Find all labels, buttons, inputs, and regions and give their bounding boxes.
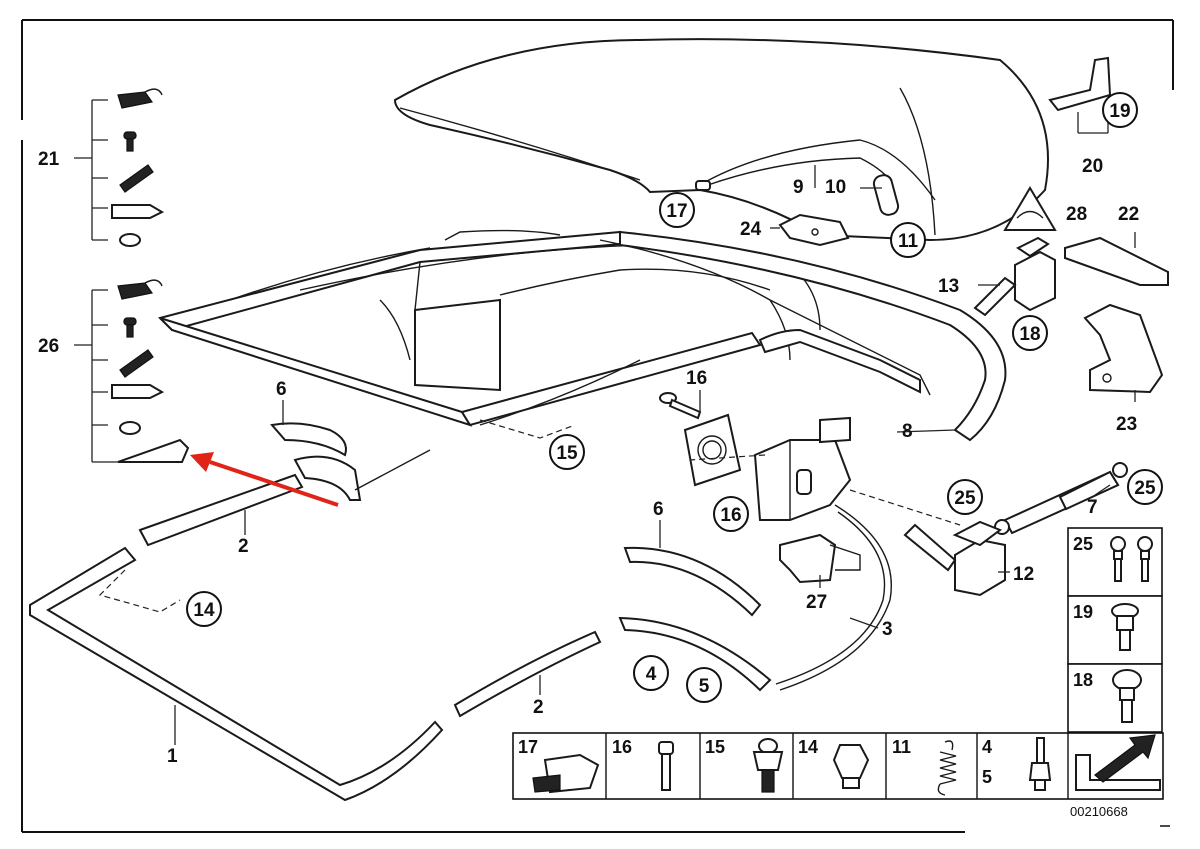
legend-25: 25 [1073, 534, 1093, 554]
callout-21: 21 [38, 149, 60, 170]
legend-19: 19 [1073, 602, 1093, 622]
shoulder-bolt-icon [1111, 603, 1139, 651]
cable-sleeve [872, 174, 900, 216]
callout-15: 15 [556, 443, 578, 464]
legend-18: 18 [1073, 670, 1093, 690]
callout-26: 26 [38, 336, 59, 357]
dashed-guide-lines [98, 419, 961, 613]
callout-12: 12 [1013, 564, 1034, 585]
side-legend: 25 19 18 [1067, 527, 1163, 733]
hinge-main-bearing [753, 416, 852, 521]
legend-4: 4 [982, 737, 992, 757]
callout-16-bolt: 16 [686, 368, 707, 389]
callout-5: 5 [699, 676, 710, 697]
seal-end-piece [293, 449, 431, 501]
clip-icon [532, 753, 600, 794]
diagram-reference-number: 00210668 [1070, 804, 1128, 819]
callout-1: 1 [167, 746, 178, 767]
bracket-24 [778, 213, 850, 247]
bracket-27 [779, 533, 861, 584]
callout-2-lower: 2 [533, 697, 544, 718]
callout-6-left: 6 [276, 379, 287, 400]
soft-top-cover [393, 38, 1049, 242]
legend-17: 17 [518, 737, 538, 757]
gas-spring-7 [994, 462, 1128, 535]
callout-17: 17 [666, 201, 687, 222]
fastener-set-26 [74, 279, 190, 463]
bottom-legend: 17 16 15 14 11 4 5 [512, 732, 1164, 800]
expanding-nut-icon [832, 744, 870, 789]
seal-strip-3 [775, 504, 892, 691]
bolt-16 [659, 392, 702, 420]
ball-stud-icon [1110, 536, 1153, 582]
callout-22: 22 [1118, 204, 1139, 225]
legend-14: 14 [798, 737, 818, 757]
legend-16: 16 [612, 737, 632, 757]
callout-24: 24 [740, 219, 762, 240]
window-frame-seal-1 [29, 546, 444, 802]
bracket-19-20 [1048, 56, 1112, 112]
callout-11: 11 [898, 231, 919, 252]
seal-piece-4-5 [618, 616, 772, 692]
callout-3: 3 [882, 619, 893, 640]
hydraulic-unit-12 [903, 520, 1006, 597]
callout-28: 28 [1066, 204, 1087, 225]
callout-19: 19 [1109, 101, 1130, 122]
leader-lines [174, 112, 1136, 745]
callout-7: 7 [1087, 497, 1098, 518]
highlight-arrow [190, 452, 339, 507]
seal-piece-6-right [623, 546, 762, 617]
legend-5: 5 [982, 767, 992, 787]
plug-screw-icon [752, 738, 784, 793]
hinge-gasket [683, 413, 742, 487]
callout-13: 13 [938, 276, 959, 297]
callout-9: 9 [793, 177, 804, 198]
callout-16-hinge: 16 [720, 505, 741, 526]
legend-11: 11 [892, 737, 911, 757]
callout-27: 27 [806, 592, 827, 613]
callout-25-right: 25 [1134, 478, 1156, 499]
fastener-set-21 [74, 88, 165, 247]
callout-10: 10 [825, 177, 846, 198]
tension-cable [695, 157, 891, 191]
warning-label-28 [1003, 186, 1057, 231]
callout-23: 23 [1116, 414, 1137, 435]
callout-20: 20 [1082, 156, 1103, 177]
top-frame-assembly [158, 229, 931, 427]
cylinder-bolt-icon [658, 741, 674, 791]
callout-2-upper: 2 [238, 536, 249, 557]
callout-18: 18 [1019, 324, 1040, 345]
hydraulic-unit-13 [973, 236, 1056, 317]
seal-strip-upper-2 [138, 473, 304, 547]
cover-plate-22 [1064, 236, 1169, 286]
mushroom-bolt-icon [1112, 669, 1142, 723]
pin-icon [1028, 737, 1052, 791]
seal-strip-lower-2 [453, 630, 602, 718]
plate-arrow-icon [1075, 734, 1161, 791]
callouts: 21 26 6 2 2 1 6 3 8 12 7 27 16 9 10 24 1… [38, 92, 1163, 767]
callout-6-right: 6 [653, 499, 664, 520]
seal-piece-6-left [270, 422, 347, 457]
legend-15: 15 [705, 737, 725, 757]
bracket-23 [1083, 303, 1164, 394]
callout-4: 4 [646, 664, 657, 685]
callout-14: 14 [193, 600, 215, 621]
tension-spring-icon [937, 740, 957, 796]
side-seal-8 [619, 230, 1007, 442]
callout-25-left: 25 [954, 488, 976, 509]
diagram-frame [21, 19, 1174, 833]
callout-8: 8 [902, 421, 913, 442]
